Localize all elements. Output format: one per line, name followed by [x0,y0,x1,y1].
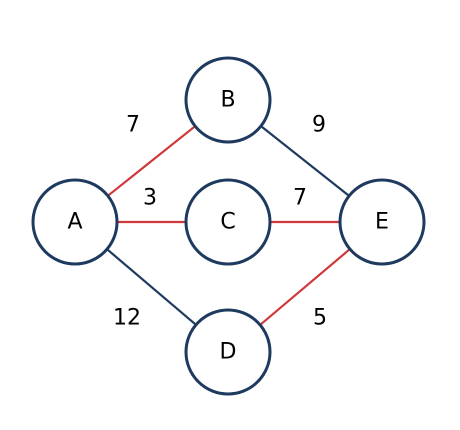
node-e: E [338,178,426,266]
node-label: D [220,340,237,365]
node-b: B [184,56,272,144]
edge-b-e [259,124,351,198]
edge-weights-layer: 7 3 12 9 7 5 [113,113,327,331]
edge-weight-d-e: 5 [313,306,327,331]
edge-weight-a-b: 7 [126,113,140,138]
edge-weight-c-e: 7 [293,186,307,211]
edge-a-b [106,125,197,197]
node-a: A [31,178,119,266]
nodes-layer: A B C D E [31,56,426,396]
node-c: C [184,178,272,266]
edge-weight-a-c: 3 [143,186,157,211]
node-circle [184,178,272,266]
node-label: C [220,210,235,235]
node-circle [31,178,119,266]
node-circle [184,56,272,144]
edge-d-e [258,247,352,327]
node-label: E [375,210,389,235]
node-label: A [67,210,82,235]
edge-weight-b-e: 9 [312,113,326,138]
node-circle [184,308,272,396]
node-d: D [184,308,272,396]
node-label: B [220,88,235,113]
node-circle [338,178,426,266]
edge-a-d [105,248,198,326]
edge-weight-a-d: 12 [113,306,141,331]
edges-layer [105,124,352,327]
